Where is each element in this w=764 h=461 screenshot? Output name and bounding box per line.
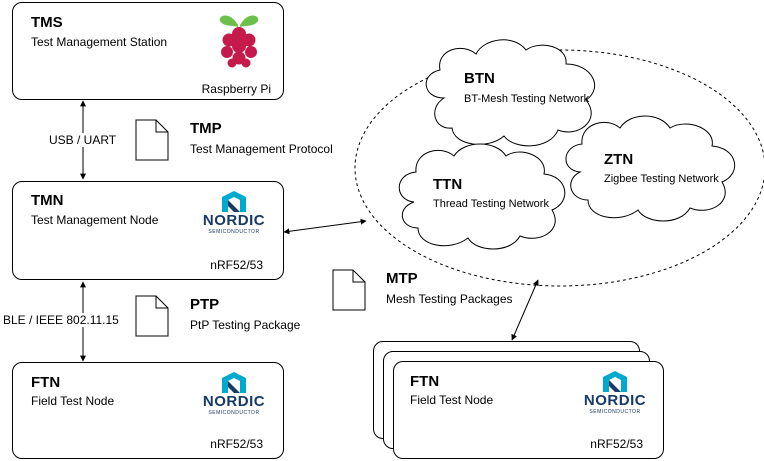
ptp-full-name: PtP Testing Package <box>190 318 301 332</box>
nordic-subtitle: SEMICONDUCTOR <box>589 409 641 415</box>
network-ftn-connector <box>511 279 539 341</box>
ttn-cloud <box>398 143 566 250</box>
nordic-subtitle: SEMICONDUCTOR <box>208 410 260 416</box>
ptp-document-icon <box>135 295 169 337</box>
tmp-full-name: Test Management Protocol <box>190 142 333 156</box>
ftn-stack-full-name: Field Test Node <box>410 393 494 407</box>
ztn-cloud <box>565 115 736 222</box>
tms-full-name: Test Management Station <box>31 35 168 49</box>
usb-uart-label: USB / UART <box>47 133 119 147</box>
mtp-document-icon <box>332 269 366 311</box>
ztn-full-name: Zigbee Testing Network <box>604 173 719 185</box>
tmn-abbr: TMN <box>31 192 64 209</box>
tmp-document-icon <box>135 119 169 161</box>
ftn-left-abbr: FTN <box>31 374 61 391</box>
nordic-mark-icon <box>603 371 627 392</box>
ftn-stack-front-box: FTN Field Test Node NORDIC SEMICONDUCTOR… <box>393 361 664 459</box>
ftn-left-hardware: nRF52/53 <box>210 437 263 451</box>
nordic-logo: NORDIC SEMICONDUCTOR <box>580 370 650 418</box>
raspberry-pi-logo <box>219 15 259 68</box>
tms-abbr: TMS <box>31 14 63 31</box>
tms-box: TMS Test Management Station Raspberry Pi <box>12 2 284 100</box>
tmn-box: TMN Test Management Node NORDIC SEMICOND… <box>12 181 284 280</box>
nordic-wordmark: NORDIC <box>583 392 647 409</box>
ttn-full-name: Thread Testing Network <box>433 198 549 210</box>
nordic-mark-icon <box>222 191 246 212</box>
tmn-full-name: Test Management Node <box>31 213 159 227</box>
tms-hardware: Raspberry Pi <box>201 82 271 96</box>
mtp-abbr: MTP <box>386 270 418 287</box>
mtp-full-name: Mesh Testing Packages <box>386 292 513 306</box>
nordic-wordmark: NORDIC <box>202 393 266 410</box>
tmn-hardware: nRF52/53 <box>210 258 263 272</box>
ftn-left-box: FTN Field Test Node NORDIC SEMICONDUCTOR… <box>12 362 284 459</box>
ttn-abbr: TTN <box>433 176 463 193</box>
nordic-mark-icon <box>222 372 246 393</box>
tmp-abbr: TMP <box>190 120 222 137</box>
nordic-logo: NORDIC SEMICONDUCTOR <box>199 371 269 419</box>
nordic-logo: NORDIC SEMICONDUCTOR <box>199 190 269 238</box>
ftn-left-full-name: Field Test Node <box>31 394 115 408</box>
btn-abbr: BTN <box>464 70 495 87</box>
nordic-subtitle: SEMICONDUCTOR <box>208 229 260 235</box>
ftn-stack-abbr: FTN <box>410 373 440 390</box>
btn-full-name: BT-Mesh Testing Network <box>464 93 590 105</box>
ptp-abbr: PTP <box>190 296 220 313</box>
tmn-network-connector <box>283 218 367 235</box>
ftn-stack-hardware: nRF52/53 <box>590 437 643 451</box>
ztn-abbr: ZTN <box>604 151 634 168</box>
nordic-wordmark: NORDIC <box>202 212 266 229</box>
ble-ieee-label: BLE / IEEE 802.11.15 <box>1 313 121 327</box>
